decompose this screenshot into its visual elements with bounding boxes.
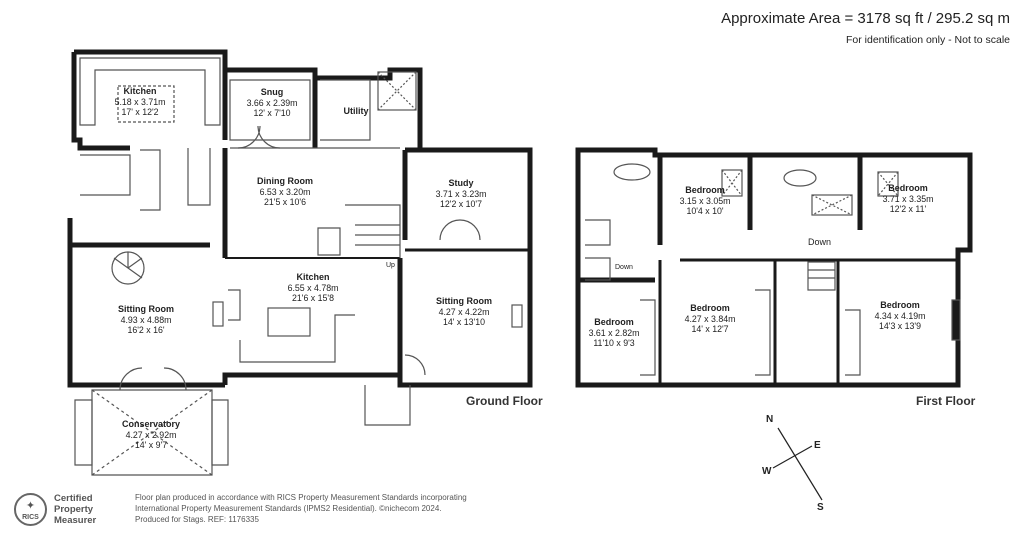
ground-floor-label: Ground Floor [466, 394, 543, 408]
ground-floor-thin-lines [74, 57, 523, 476]
compass-west: W [762, 466, 772, 477]
room-sitting-room-west: Sitting Room 4.93 x 4.88m 16'2 x 16' [118, 304, 174, 335]
identification-note: For identification only - Not to scale [846, 34, 1010, 46]
room-study: Study 3.71 x 3.23m 12'2 x 10'7 [435, 178, 487, 209]
compass-east: E [814, 440, 821, 451]
room-conservatory: Conservatory 4.27 x 2.92m 14' x 9'7 [121, 419, 181, 450]
room-sitting-room-east: Sitting Room 4.27 x 4.22m 14' x 13'10 [436, 296, 492, 327]
room-kitchen-north: Kitchen 5.18 x 3.71m 17' x 12'2 [114, 86, 166, 117]
room-bedroom-5: Bedroom 4.34 x 4.19m 14'3 x 13'9 [874, 300, 926, 331]
room-bedroom-2: Bedroom 3.71 x 3.35m 12'2 x 11' [882, 183, 934, 214]
room-utility: Utility [343, 106, 369, 116]
stairs-down-label-east: Down [808, 237, 832, 247]
room-bedroom-1: Bedroom 3.15 x 3.05m 10'4 x 10' [679, 185, 731, 216]
badge-text: Certified Property Measurer [54, 493, 97, 526]
rics-certified-badge: ✦ RICS Certified Property Measurer [14, 493, 129, 528]
first-floor-label: First Floor [916, 394, 976, 408]
stairs-down-label-west: Down [615, 264, 633, 271]
approximate-area: Approximate Area = 3178 sq ft / 295.2 sq… [721, 10, 1010, 27]
room-snug: Snug 3.66 x 2.39m 12' x 7'10 [246, 87, 298, 118]
room-bedroom-3: Bedroom 3.61 x 2.82m 11'10 x 9'3 [588, 317, 640, 348]
room-kitchen-main: Kitchen 6.55 x 4.78m 21'6 x 15'8 [287, 272, 339, 303]
stairs-up-label: Up [386, 262, 395, 269]
room-dining-room: Dining Room 6.53 x 3.20m 21'5 x 10'6 [257, 176, 313, 207]
ground-floor-walls [67, 49, 533, 388]
compass-lines [772, 427, 823, 501]
footer-note: Floor plan produced in accordance with R… [135, 493, 467, 524]
rics-emblem-icon: ✦ [25, 500, 36, 512]
room-bedroom-4: Bedroom 4.27 x 3.84m 14' x 12'7 [684, 303, 736, 334]
compass-south: S [817, 502, 824, 513]
rics-logo: ✦ RICS [14, 493, 47, 526]
compass-north: N [766, 414, 774, 425]
first-floor-thin-lines [585, 163, 961, 376]
